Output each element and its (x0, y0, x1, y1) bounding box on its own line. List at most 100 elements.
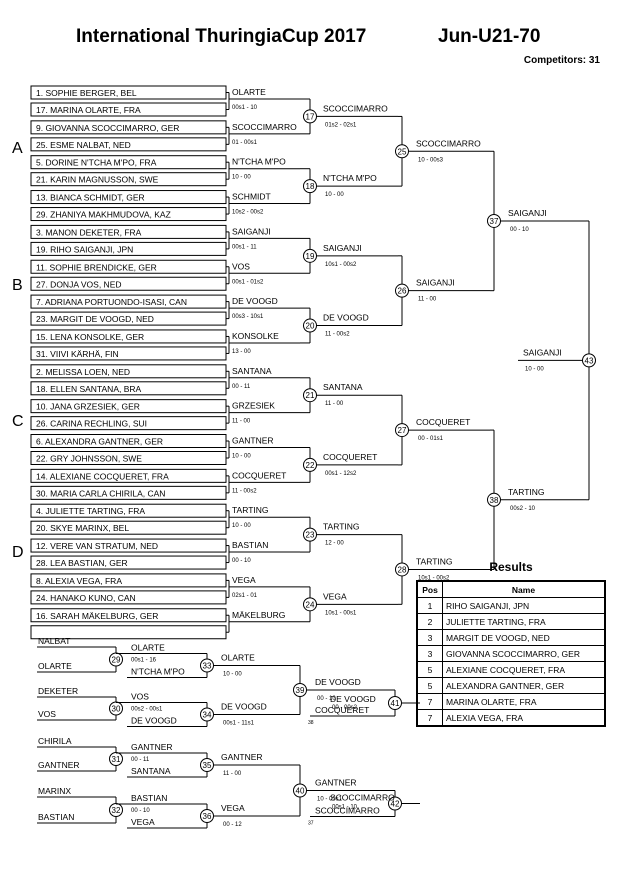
round1-winner: BASTIAN (232, 540, 268, 550)
round1-score: 13 - 00 (232, 349, 251, 355)
repechage-entry: BASTIAN (38, 812, 74, 822)
result-pos: 7 (416, 693, 443, 710)
entry-name: 13. BIANCA SCHMIDT, GER (36, 193, 145, 203)
match-number-circle (395, 562, 409, 577)
entry-name: 30. MARIA CARLA CHIRILA, CAN (36, 488, 165, 498)
round1-winner: GANTNER (232, 436, 274, 446)
round1-score: 00s1 - 01s2 (232, 279, 264, 285)
match-number: 42 (391, 800, 400, 809)
entry-name: 19. RIHO SAIGANJI, JPN (36, 244, 133, 254)
round3-winner: SCOCCIMARRO (416, 138, 481, 148)
round1-winner: GRZESIEK (232, 401, 275, 411)
round1-winner: DE VOOGD (232, 296, 278, 306)
round1-winner: OLARTE (232, 87, 266, 97)
round2-winner: TARTING (323, 522, 360, 532)
match-number: 35 (203, 761, 212, 770)
bronze-score: 00s1 - 10 (332, 805, 358, 811)
repechage-winner: DE VOOGD (221, 702, 267, 712)
entry-name: 29. ZHANIYA MAKHMUDOVA, KAZ (36, 210, 171, 220)
repechage-winner: VEGA (221, 803, 245, 813)
match-number: 32 (112, 806, 121, 815)
match-number-circle (200, 707, 214, 722)
entry-name: 28. LEA BASTIAN, GER (36, 558, 128, 568)
round2-winner: N'TCHA M'PO (323, 173, 377, 183)
entry-name: 7. ADRIANA PORTUONDO-ISASI, CAN (36, 297, 187, 307)
entry-name: 3. MANON DEKETER, FRA (36, 227, 142, 237)
repechage-winner: DE VOOGD (315, 677, 361, 687)
result-pos: 3 (416, 629, 443, 646)
repechage-score: 00 - 11 (131, 757, 150, 763)
round1-winner: SANTANA (232, 366, 272, 376)
entry-name: 9. GIOVANNA SCOCCIMARRO, GER (36, 123, 179, 133)
entry-name: 27. DONJA VOS, NED (36, 279, 122, 289)
repechage-winner: GANTNER (221, 752, 263, 762)
match-number: 20 (306, 322, 315, 331)
result-name: MARGIT DE VOOGD, NED (442, 629, 606, 646)
repechage-score: 10 - 00 (223, 672, 242, 678)
match-number: 28 (398, 565, 407, 574)
repechage-score: 00 - 10 (317, 696, 336, 702)
round2-winner: VEGA (323, 591, 347, 601)
repechage-winner: OLARTE (221, 653, 255, 663)
round1-winner: SCHMIDT (232, 192, 271, 202)
match-number: 23 (306, 531, 315, 540)
round2-winner: SCOCCIMARRO (323, 103, 388, 113)
entry-name: 31. VIIVI KÄRHÄ, FIN (36, 349, 119, 359)
match-number-circle (303, 318, 317, 333)
results-header-pos: Pos (416, 580, 443, 598)
semi-winner: SAIGANJI (508, 208, 547, 218)
match-number: 30 (112, 705, 121, 714)
repechage-entry: GANTNER (38, 760, 80, 770)
repechage-winner: BASTIAN (131, 793, 167, 803)
entry-name: 18. ELLEN SANTANA, BRA (36, 384, 142, 394)
entry-name: 8. ALEXIA VEGA, FRA (36, 576, 122, 586)
round1-score: 10 - 00 (232, 523, 251, 529)
match-number-circle (395, 423, 409, 438)
round2-winner: SAIGANJI (323, 243, 362, 253)
repechage-score: 00 - 10 (131, 808, 150, 814)
repechage-entry: MARINX (38, 786, 71, 796)
round3-winner: SAIGANJI (416, 278, 455, 288)
repechage-score: 11 - 00 (223, 771, 242, 777)
repechage-winner: VOS (131, 692, 149, 702)
match-number-circle (200, 758, 214, 772)
round3-score: 10 - 00s3 (418, 157, 444, 163)
semi-winner: TARTING (508, 487, 545, 497)
entry-name: 4. JULIETTE TARTING, FRA (36, 506, 145, 516)
repechage-entry: OLARTE (38, 661, 72, 671)
match-number: 41 (391, 699, 400, 708)
match-number: 29 (112, 656, 121, 665)
round1-winner: SCOCCIMARRO (232, 122, 297, 132)
repechage-entry: DEKETER (38, 686, 78, 696)
round1-winner: TARTING (232, 505, 269, 515)
entry-name: 2. MELISSA LOEN, NED (36, 367, 130, 377)
round1-score: 00s1 - 11 (232, 244, 257, 250)
match-number-circle (582, 353, 596, 368)
round1-score: 02s1 - 01 (232, 593, 258, 599)
results-header-name: Name (442, 580, 606, 598)
match-number-circle (388, 696, 402, 710)
bronze-ref: 38 (308, 720, 314, 726)
match-number-circle (395, 283, 409, 298)
pool-label: B (12, 277, 23, 294)
round1-winner: VOS (232, 261, 250, 271)
bronze-bottom: SCOCCIMARRO (315, 806, 380, 816)
repechage-score: 00 - 12 (223, 822, 242, 828)
match-number: 24 (306, 600, 315, 609)
repechage-winner: GANTNER (131, 742, 173, 752)
repechage-score: 00s1 - 16 (131, 658, 157, 664)
round3-score: 00 - 01s1 (418, 436, 444, 442)
round1-score: 10s2 - 00s2 (232, 210, 264, 216)
match-number: 38 (490, 496, 499, 505)
match-number: 33 (203, 662, 212, 671)
final-score: 10 - 00 (525, 366, 544, 372)
round1-winner: MÄKELBURG (232, 610, 285, 620)
